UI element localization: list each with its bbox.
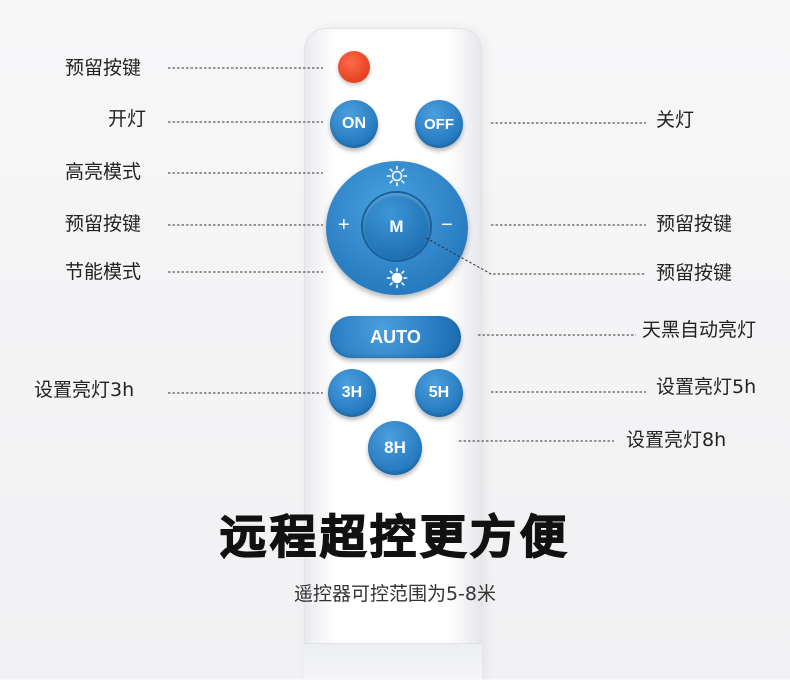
- timer-8h-button[interactable]: 8H: [368, 421, 422, 475]
- off-button-label: OFF: [424, 115, 454, 133]
- plus-button[interactable]: +: [338, 214, 350, 236]
- label-light-on: 开灯: [108, 108, 147, 130]
- label-set-3h: 设置亮灯3h: [34, 379, 135, 401]
- footer-title: 远程超控更方便: [219, 510, 570, 564]
- label-set-5h: 设置亮灯5h: [656, 376, 757, 398]
- timer-5h-label: 5H: [428, 384, 450, 401]
- timer-3h-label: 3H: [341, 384, 363, 401]
- footer-subtitle: 遥控器可控范围为5-8米: [293, 583, 497, 605]
- label-reserved-top: 预留按键: [65, 57, 142, 79]
- label-reserved-left: 预留按键: [65, 213, 142, 235]
- off-button[interactable]: OFF: [415, 100, 463, 148]
- label-high-brightness: 高亮模式: [65, 161, 142, 183]
- label-set-8h: 设置亮灯8h: [626, 429, 727, 451]
- label-reserved-center: 预留按键: [656, 262, 733, 284]
- center-m-label: M: [389, 216, 404, 236]
- callout-reserved-center: [425, 237, 646, 275]
- sun-bright-icon[interactable]: [386, 165, 408, 187]
- timer-5h-button[interactable]: 5H: [415, 369, 463, 417]
- timer-8h-label: 8H: [384, 438, 406, 457]
- remote-bottom-band: [304, 643, 482, 680]
- label-reserved-right: 预留按键: [656, 213, 733, 235]
- on-button-label: ON: [342, 115, 366, 132]
- timer-3h-button[interactable]: 3H: [328, 369, 376, 417]
- sun-dim-icon[interactable]: [386, 267, 408, 289]
- center-m-button[interactable]: M: [363, 193, 430, 260]
- on-button[interactable]: ON: [330, 100, 378, 148]
- auto-button[interactable]: AUTO: [330, 316, 461, 358]
- label-light-off: 关灯: [656, 109, 695, 131]
- auto-button-label: AUTO: [370, 326, 421, 347]
- label-auto-dark: 天黑自动亮灯: [642, 319, 757, 341]
- reserved-red-button[interactable]: [338, 51, 370, 83]
- minus-button[interactable]: −: [441, 214, 453, 236]
- label-energy-saving: 节能模式: [65, 261, 142, 283]
